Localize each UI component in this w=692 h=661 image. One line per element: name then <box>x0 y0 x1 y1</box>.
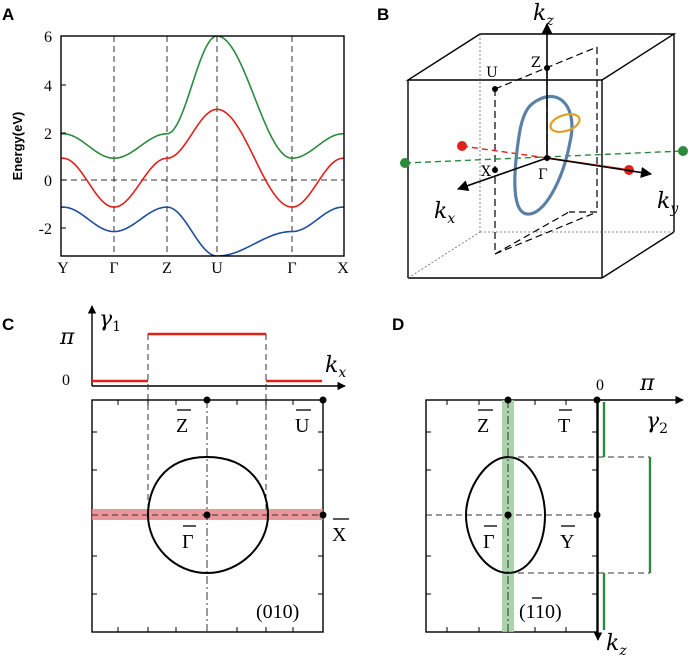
x-ticks: Y Γ Z U Γ X <box>57 260 349 277</box>
point-gamma-bar-c <box>203 511 211 519</box>
label-z-bar: Z <box>176 415 188 437</box>
label-gamma-bar-d: Γ <box>483 531 495 553</box>
y-ticks: 6 4 2 0 -2 <box>39 29 66 238</box>
pi-label-d: π <box>639 371 655 396</box>
green-nodal-line <box>404 150 684 164</box>
green-point-left <box>400 158 410 168</box>
band-green <box>61 36 344 160</box>
x-tick-gamma: Γ <box>109 260 118 277</box>
kx-label: kx <box>434 199 455 227</box>
label-gamma: Γ <box>538 167 548 183</box>
kz-label-d: kz <box>606 631 627 659</box>
panel-b-letter: B <box>377 5 389 24</box>
projected-nodal-ring-c <box>146 455 270 575</box>
point-gamma-bar-d <box>504 511 512 519</box>
point-z-bar <box>203 396 211 404</box>
y-axis-label: Energy(eV) <box>10 112 25 181</box>
y-tick-2: 2 <box>44 126 52 143</box>
y-tick-neg2: -2 <box>39 221 52 238</box>
ky-label: ky <box>657 189 679 217</box>
label-u-bar: U <box>295 415 310 437</box>
band-blue <box>61 206 344 256</box>
label-z: Z <box>531 55 541 71</box>
label-u: U <box>486 65 498 81</box>
panel-c: C γ1 π 0 kx Z U <box>2 305 349 633</box>
label-x-bar: X <box>332 524 347 546</box>
band-red <box>61 108 344 208</box>
point-z <box>544 65 550 71</box>
point-u-bar <box>319 396 327 404</box>
surface-label-110: (110) <box>519 601 562 623</box>
point-x <box>492 167 498 173</box>
point-x-bar <box>319 511 327 519</box>
panel-c-letter: C <box>2 315 14 334</box>
x-tick-z: Z <box>162 260 172 277</box>
gamma1-label: γ1 <box>99 307 121 335</box>
label-x: X <box>481 164 491 180</box>
label-z-bar-d: Z <box>477 415 489 437</box>
panel-d: D Z T Γ Y (110) 0 π γ2 kz <box>392 315 684 659</box>
x-tick-gamma2: Γ <box>287 260 296 277</box>
x-tick-u: U <box>211 260 223 277</box>
ky-axis <box>546 157 653 179</box>
y-tick-6: 6 <box>44 29 52 46</box>
point-t-bar <box>593 396 601 404</box>
gamma2-label: γ2 <box>646 409 668 437</box>
brillouin-cube <box>405 33 677 279</box>
y-tick-4: 4 <box>44 78 52 95</box>
red-line-dashed <box>461 145 548 159</box>
green-point-right <box>678 146 688 156</box>
panel-a-letter: A <box>2 5 14 24</box>
zero-label-d: 0 <box>596 377 604 394</box>
surface-label-010: (010) <box>256 601 299 623</box>
panel-b: B <box>377 1 688 279</box>
panel-d-letter: D <box>392 315 404 334</box>
plot-frame <box>60 35 345 257</box>
point-y-bar <box>593 511 601 519</box>
label-y-bar: Y <box>560 531 574 553</box>
kx-label-c: kx <box>325 353 346 381</box>
red-point-left <box>457 141 467 151</box>
band-curves <box>61 36 344 256</box>
label-t-bar: T <box>558 415 570 437</box>
zero-label-c: 0 <box>62 372 70 389</box>
panel-a: A Energy(eV) 6 4 2 0 -2 Y Γ <box>2 5 349 277</box>
x-tick-x: X <box>337 260 349 277</box>
kz-label: kz <box>533 1 554 29</box>
orange-nodal-ring <box>549 112 581 134</box>
point-u <box>492 86 498 92</box>
pi-label-c: π <box>59 325 75 350</box>
point-gamma <box>544 155 550 161</box>
x-tick-y: Y <box>57 260 69 277</box>
point-z-bar-d <box>504 396 512 404</box>
y-tick-0: 0 <box>44 173 52 190</box>
label-gamma-bar-c: Γ <box>182 531 194 553</box>
kx-axis <box>456 157 548 191</box>
